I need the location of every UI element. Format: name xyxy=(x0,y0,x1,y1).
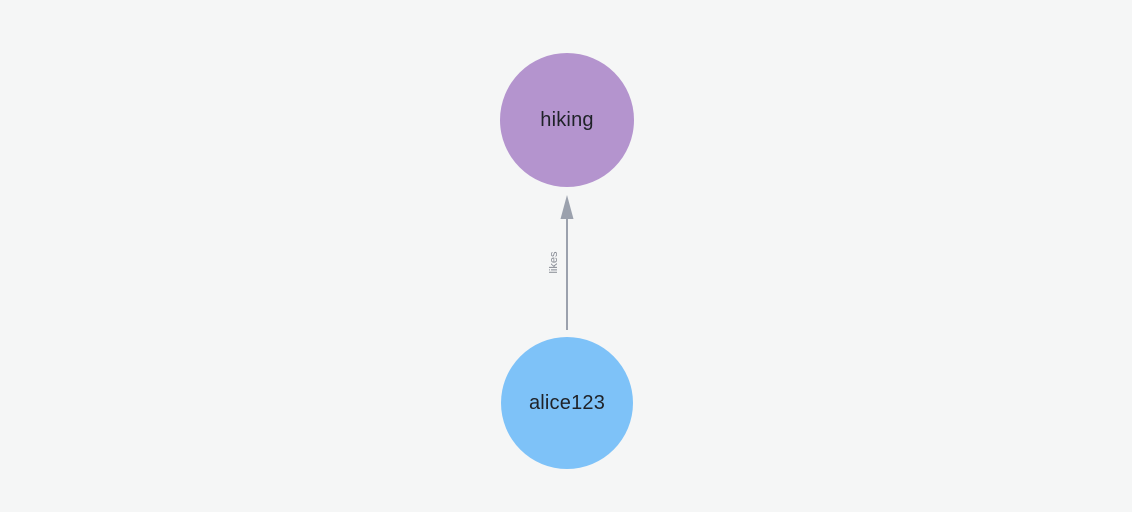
node-hiking-label: hiking xyxy=(540,108,594,131)
arrowhead-icon[interactable] xyxy=(560,195,574,219)
node-alice123-label: alice123 xyxy=(528,391,606,414)
node-hiking[interactable]: hiking xyxy=(500,53,634,187)
edge-likes[interactable]: likes xyxy=(548,195,574,330)
node-alice123[interactable]: alice123 xyxy=(501,337,633,469)
edge-label: likes xyxy=(548,251,560,274)
